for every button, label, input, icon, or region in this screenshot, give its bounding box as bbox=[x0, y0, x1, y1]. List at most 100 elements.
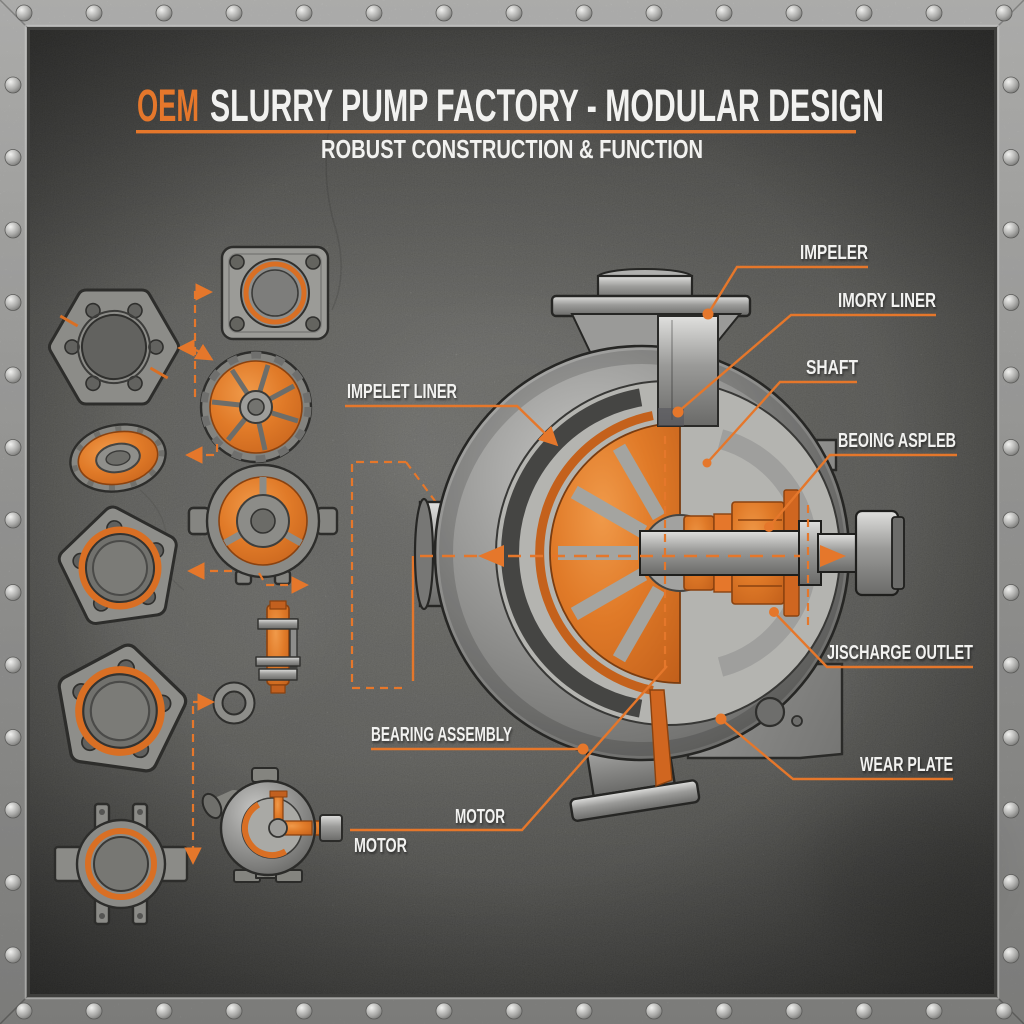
rivet bbox=[1002, 294, 1020, 311]
rivet bbox=[715, 4, 733, 22]
exploded-parts bbox=[47, 245, 343, 926]
rivet bbox=[4, 366, 22, 384]
rivet bbox=[505, 4, 523, 22]
rivet bbox=[4, 221, 22, 239]
rivet bbox=[85, 4, 103, 22]
callout-bearing-assembly-label: BEARING ASSEMBLY bbox=[371, 724, 512, 746]
rivet bbox=[4, 656, 22, 674]
rivet bbox=[1002, 149, 1020, 166]
rivet bbox=[225, 1002, 243, 1020]
title-main: SLURRY PUMP FACTORY - MODULAR DESIGN bbox=[210, 80, 884, 131]
rivet bbox=[1002, 439, 1020, 456]
rivet bbox=[1002, 656, 1020, 674]
rivet bbox=[1002, 221, 1020, 239]
subtitle: ROBUST CONSTRUCTION & FUNCTION bbox=[321, 134, 703, 164]
rivet bbox=[925, 1002, 943, 1020]
rivet bbox=[1002, 366, 1020, 384]
rivet bbox=[365, 4, 383, 22]
callout-imory-liner: IMORY LINER bbox=[672, 290, 936, 418]
part-pentagon-flange-lower bbox=[57, 643, 188, 773]
callout-impeler-label: IMPELER bbox=[800, 242, 868, 264]
rivet bbox=[1002, 511, 1020, 529]
callout-jischarge-outlet: JISCHARGE OUTLET bbox=[769, 607, 973, 669]
pump-cut-wall bbox=[657, 315, 719, 427]
rivet bbox=[4, 294, 22, 311]
part-hex-gasket bbox=[47, 288, 181, 406]
pump-centerlines bbox=[420, 436, 846, 672]
rivet bbox=[4, 584, 22, 601]
rivet bbox=[4, 729, 22, 746]
rivet bbox=[855, 4, 873, 22]
rivet bbox=[4, 149, 22, 166]
rivet bbox=[645, 1002, 663, 1020]
rivet bbox=[295, 4, 313, 22]
flow-connectors bbox=[177, 283, 439, 865]
callout-imory-liner-label: IMORY LINER bbox=[838, 290, 936, 312]
part-liner-cover bbox=[69, 423, 167, 493]
rivet bbox=[435, 1002, 453, 1020]
rivet bbox=[365, 1002, 383, 1020]
callout-wear-plate: WEAR PLATE bbox=[715, 713, 953, 781]
callout-impeler: IMPELER bbox=[702, 242, 868, 320]
part-frame-plate bbox=[187, 463, 339, 586]
rivets bbox=[4, 4, 1020, 1020]
rivet bbox=[4, 874, 22, 891]
callout-jischarge-outlet-label: JISCHARGE OUTLET bbox=[827, 642, 973, 664]
title-underline bbox=[136, 130, 856, 134]
rivet bbox=[225, 4, 243, 22]
callout-beoing-aspleb-label: BEOING ASPLEB bbox=[838, 430, 956, 452]
rivet bbox=[1002, 946, 1020, 964]
rivet bbox=[15, 1002, 33, 1020]
title-accent: OEM bbox=[137, 80, 199, 131]
callout-wear-plate-label: WEAR PLATE bbox=[860, 754, 953, 776]
pump-cross-section bbox=[413, 268, 905, 822]
callout-motor-lower-label: MOTOR bbox=[354, 835, 407, 857]
callout-shaft: SHAFT bbox=[702, 357, 858, 468]
rivet bbox=[155, 1002, 173, 1020]
pump-liner bbox=[501, 388, 643, 718]
rivet bbox=[785, 4, 803, 22]
rivet bbox=[1002, 801, 1020, 819]
rivet bbox=[995, 1002, 1013, 1020]
pedestal-hole-small bbox=[791, 715, 803, 727]
rivet bbox=[295, 1002, 313, 1020]
rivet bbox=[575, 4, 593, 22]
rivet bbox=[715, 1002, 733, 1020]
rivet bbox=[4, 511, 22, 529]
part-shaft-sleeve bbox=[255, 600, 301, 694]
rivet bbox=[645, 4, 663, 22]
pump-liner-shroud bbox=[535, 411, 654, 695]
rivet bbox=[1002, 874, 1020, 891]
title-block: OEM SLURRY PUMP FACTORY - MODULAR DESIGN… bbox=[136, 80, 884, 164]
rivet bbox=[575, 1002, 593, 1020]
rivet bbox=[995, 4, 1013, 22]
part-pentagon-flange-upper bbox=[57, 505, 178, 625]
callout-impelet-liner-label: IMPELET LINER bbox=[347, 381, 457, 403]
pump-impeller bbox=[549, 422, 719, 787]
callouts: IMPELER IMORY LINER SHAFT BEOING ASPLEB … bbox=[345, 242, 973, 857]
callout-motor-upper: MOTOR bbox=[350, 665, 668, 832]
pedestal-hole-large bbox=[754, 696, 786, 728]
rivet bbox=[4, 76, 22, 94]
rivet bbox=[925, 4, 943, 22]
part-square-inlet-flange bbox=[220, 245, 330, 341]
callout-beoing-aspleb: BEOING ASPLEB bbox=[764, 430, 957, 532]
rivet bbox=[85, 1002, 103, 1020]
rivet bbox=[785, 1002, 803, 1020]
callout-motor-upper-label: MOTOR bbox=[455, 806, 505, 828]
rivet bbox=[4, 946, 22, 964]
rivet bbox=[1002, 584, 1020, 601]
rivet bbox=[435, 4, 453, 22]
rivet bbox=[505, 1002, 523, 1020]
rivet bbox=[155, 4, 173, 22]
callout-impelet-liner: IMPELET LINER bbox=[345, 381, 559, 447]
rivet bbox=[4, 801, 22, 819]
callout-bearing-assembly: BEARING ASSEMBLY bbox=[371, 724, 589, 755]
part-impeller bbox=[199, 350, 313, 464]
pump-shaft bbox=[639, 509, 905, 597]
rivet bbox=[15, 4, 33, 22]
rivet bbox=[1002, 76, 1020, 94]
part-mini-pump bbox=[201, 767, 343, 883]
part-cross-bracket bbox=[53, 802, 189, 926]
rivet bbox=[4, 439, 22, 456]
